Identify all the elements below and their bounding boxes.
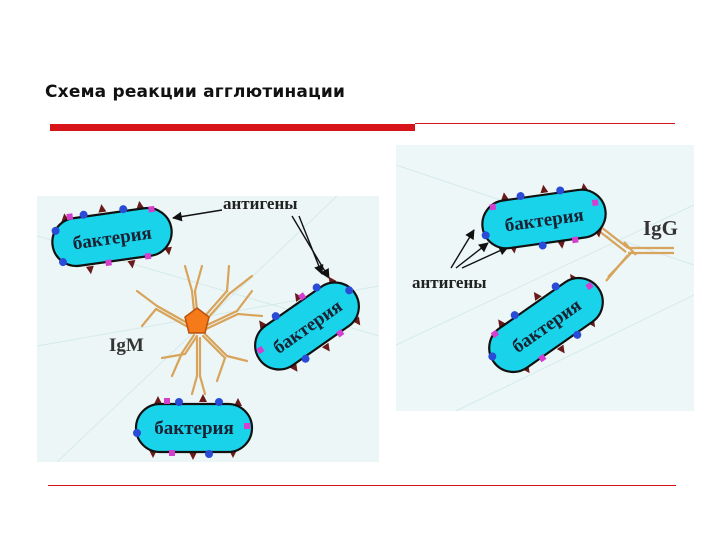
igm-label: IgM (109, 335, 144, 356)
pentamer-core (184, 307, 210, 334)
igm-antibody (135, 264, 264, 396)
slide-title: Схема реакции агглютинации (45, 82, 346, 102)
bacterium-3: бактерия (133, 394, 254, 460)
igm-agglutination-diagram: IgM антигены бактерия (36, 194, 380, 463)
antigen-arrows-left (172, 209, 330, 279)
igg-agglutination-diagram: IgG антигены бактерия (395, 145, 695, 412)
bacterium-5: бактерия (488, 273, 604, 374)
igg-diagram-svg: IgG антигены бактерия (395, 164, 695, 412)
title-underline-line (415, 123, 675, 124)
antigens-label-left: антигены (223, 196, 298, 213)
bacterium-2: бактерия (254, 276, 361, 372)
igm-diagram-svg: IgM антигены бактерия (36, 194, 380, 463)
igg-antibody (598, 226, 674, 282)
bacterium-4: бактерия (481, 183, 607, 254)
bacterium-1: бактерия (51, 200, 173, 275)
antigen-arrows-right (450, 229, 509, 269)
antigens-label-right: антигены (412, 273, 487, 292)
bacterium-3-label: бактерия (154, 418, 234, 439)
footer-line (48, 485, 676, 486)
igg-label: IgG (643, 216, 678, 240)
title-underline-bar (50, 124, 415, 131)
